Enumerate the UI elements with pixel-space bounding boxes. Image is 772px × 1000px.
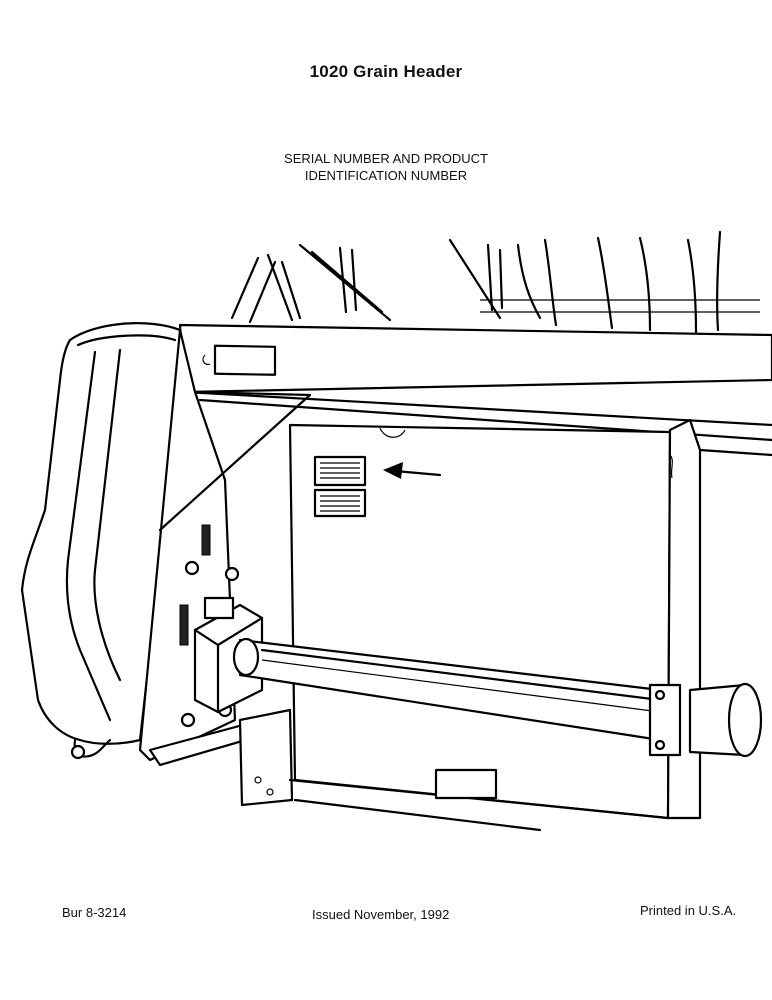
- document-number: Bur 8-3214: [62, 905, 127, 920]
- beam-decal: [213, 344, 277, 376]
- section-heading-line-2: IDENTIFICATION NUMBER: [304, 168, 468, 183]
- grain-header-illustration: [20, 230, 772, 832]
- product-identification-plate: [313, 488, 367, 518]
- base-plate: [238, 708, 294, 807]
- reel-structure: [230, 230, 760, 334]
- callout-arrow-icon: [383, 462, 442, 479]
- serial-number-plate: [313, 455, 367, 487]
- issue-date: Issued November, 1992: [312, 907, 450, 922]
- section-heading: SERIAL NUMBER AND PRODUCT IDENTIFICATION…: [0, 150, 772, 184]
- section-heading-line-1: SERIAL NUMBER AND PRODUCT: [284, 151, 488, 166]
- page-title: 1020 Grain Header: [309, 62, 463, 81]
- lower-decal: [434, 768, 498, 800]
- bearing-block: [193, 603, 264, 714]
- right-upright: [666, 418, 702, 820]
- printed-location: Printed in U.S.A.: [640, 903, 737, 918]
- mounting-bolts: [179, 524, 240, 728]
- end-shield: [20, 322, 187, 745]
